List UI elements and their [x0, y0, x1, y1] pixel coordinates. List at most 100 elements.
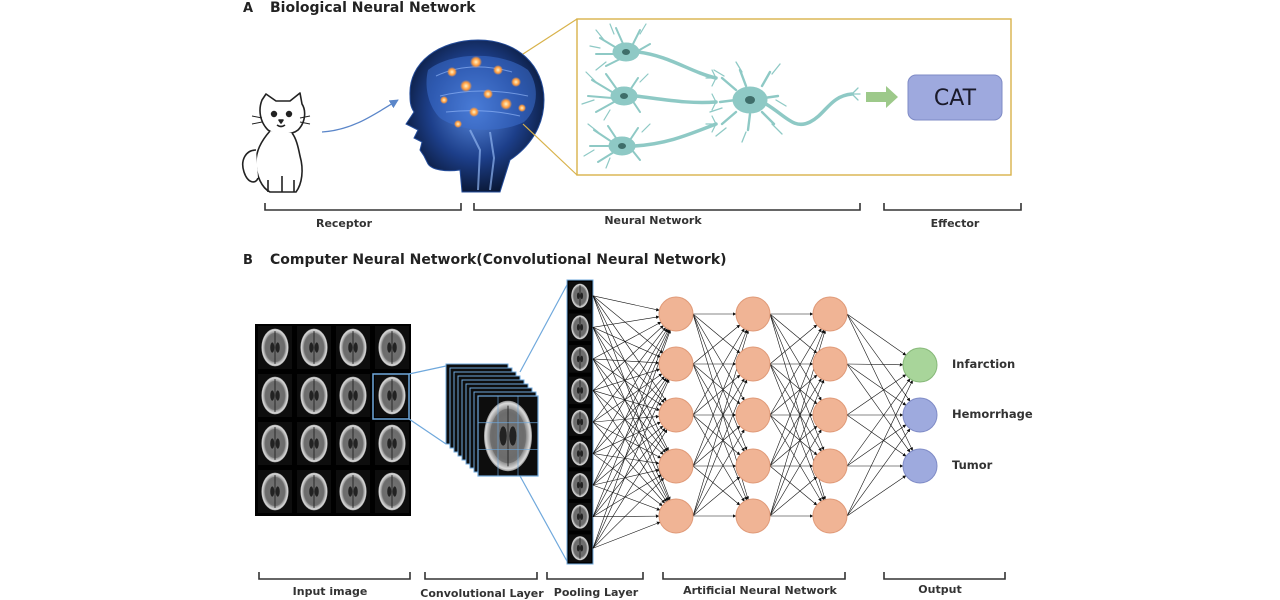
cat-illustration — [241, 92, 311, 193]
hidden-node-l2-2 — [735, 346, 771, 382]
connection-53 — [692, 363, 741, 405]
connection-30 — [592, 453, 663, 507]
connection-57 — [692, 374, 741, 416]
connection-73 — [769, 313, 822, 401]
connection-31 — [592, 328, 669, 486]
connection-88 — [769, 425, 818, 467]
connection-3 — [592, 295, 667, 402]
panel-a-brackets — [264, 203, 1022, 211]
panel-b-title: Computer Neural Network(Convolutional Ne… — [270, 252, 727, 268]
pool-cell-9 — [569, 534, 591, 562]
connection-85 — [769, 414, 822, 502]
bracket-label-input-image: Input image — [293, 585, 368, 598]
connection-93 — [769, 429, 822, 517]
connection-56 — [692, 328, 745, 416]
effector-arrow — [866, 86, 898, 108]
hidden-node-l3-4 — [812, 448, 848, 484]
panel-a-letter: A — [243, 1, 253, 16]
connection-34 — [592, 468, 660, 486]
connection-26 — [592, 328, 668, 454]
connection-106 — [846, 424, 907, 467]
connection-63 — [692, 425, 741, 467]
hidden-node-l3-3 — [812, 397, 848, 433]
connection-60 — [692, 414, 745, 502]
hidden-node-l2-3 — [735, 397, 771, 433]
hidden-node-l3-2 — [812, 346, 848, 382]
connection-90 — [769, 465, 818, 506]
connection-38 — [592, 427, 666, 517]
pool-cell-7 — [569, 471, 591, 499]
connection-74 — [769, 313, 825, 451]
bracket-label-receptor: Receptor — [316, 217, 373, 230]
connection-68 — [692, 429, 745, 517]
hidden-node-l2-1 — [735, 296, 771, 332]
connection-40 — [592, 514, 660, 518]
input-image-tile-5 — [258, 374, 292, 417]
hidden-node-l2-5 — [735, 498, 771, 534]
panel-b-brackets — [258, 572, 1006, 580]
connection-72 — [769, 313, 818, 354]
connection-65 — [692, 465, 741, 506]
input-image-tile-1 — [258, 326, 292, 369]
cat-output-label: CAT — [934, 86, 977, 111]
bracket-label-neural-network: Neural Network — [604, 214, 702, 227]
zoom-connector-lines — [522, 18, 578, 176]
connection-7 — [592, 327, 661, 358]
pooling-layer-strip — [566, 279, 594, 565]
input-image-tile-11 — [336, 422, 370, 465]
connection-36 — [592, 329, 670, 517]
connection-98 — [846, 313, 913, 452]
neuron-large — [709, 61, 861, 143]
input-image-tile-2 — [297, 326, 331, 369]
connection-43 — [592, 429, 668, 549]
connection-9 — [592, 327, 668, 452]
input-image-tile-13 — [258, 470, 292, 513]
hidden-node-l2-4 — [735, 448, 771, 484]
connection-97 — [846, 313, 911, 402]
input-image-tile-10 — [297, 422, 331, 465]
connection-39 — [592, 474, 662, 517]
input-image-tile-15 — [336, 470, 370, 513]
connection-27 — [592, 376, 665, 454]
bracket-label-convolutional-layer: Convolutional Layer — [420, 587, 544, 600]
connection-87 — [769, 378, 822, 467]
pool-cell-3 — [569, 345, 591, 373]
neuron-2 — [581, 71, 718, 121]
connection-25 — [592, 421, 665, 504]
biological-neurons — [581, 23, 861, 169]
connection-44 — [592, 477, 665, 549]
panel-a-title: Biological Neural Network — [270, 0, 476, 16]
input-image-grid — [255, 324, 447, 516]
input-image-tile-9 — [258, 422, 292, 465]
connection-16 — [592, 325, 664, 391]
output-node-tumor — [902, 448, 938, 484]
connection-23 — [592, 414, 660, 423]
connection-76 — [769, 324, 818, 365]
connection-22 — [592, 373, 663, 423]
output-node-hemorrhage — [902, 397, 938, 433]
convolutional-feature-maps — [445, 282, 569, 564]
connection-20 — [592, 390, 667, 503]
connection-109 — [846, 428, 911, 517]
hidden-node-l1-4 — [658, 448, 694, 484]
bracket-label-pooling-layer: Pooling Layer — [554, 586, 639, 599]
connection-100 — [846, 363, 907, 406]
input-image-tile-8 — [375, 374, 409, 417]
input-image-tile-16 — [375, 470, 409, 513]
pool-cell-8 — [569, 502, 591, 531]
connection-19 — [592, 390, 664, 455]
brain-head-illustration — [405, 39, 545, 193]
conv-to-pool-line-bottom — [519, 475, 569, 564]
connection-55 — [692, 363, 748, 501]
connection-96 — [846, 313, 907, 356]
connection-67 — [692, 379, 748, 517]
connection-59 — [692, 414, 741, 456]
neuron-3 — [583, 115, 718, 169]
connection-108 — [846, 379, 913, 517]
selected-tile-highlight — [372, 373, 410, 420]
connection-80 — [769, 363, 825, 501]
hidden-node-l1-1 — [658, 296, 694, 332]
connection-32 — [592, 377, 667, 486]
connection-17 — [592, 368, 661, 391]
